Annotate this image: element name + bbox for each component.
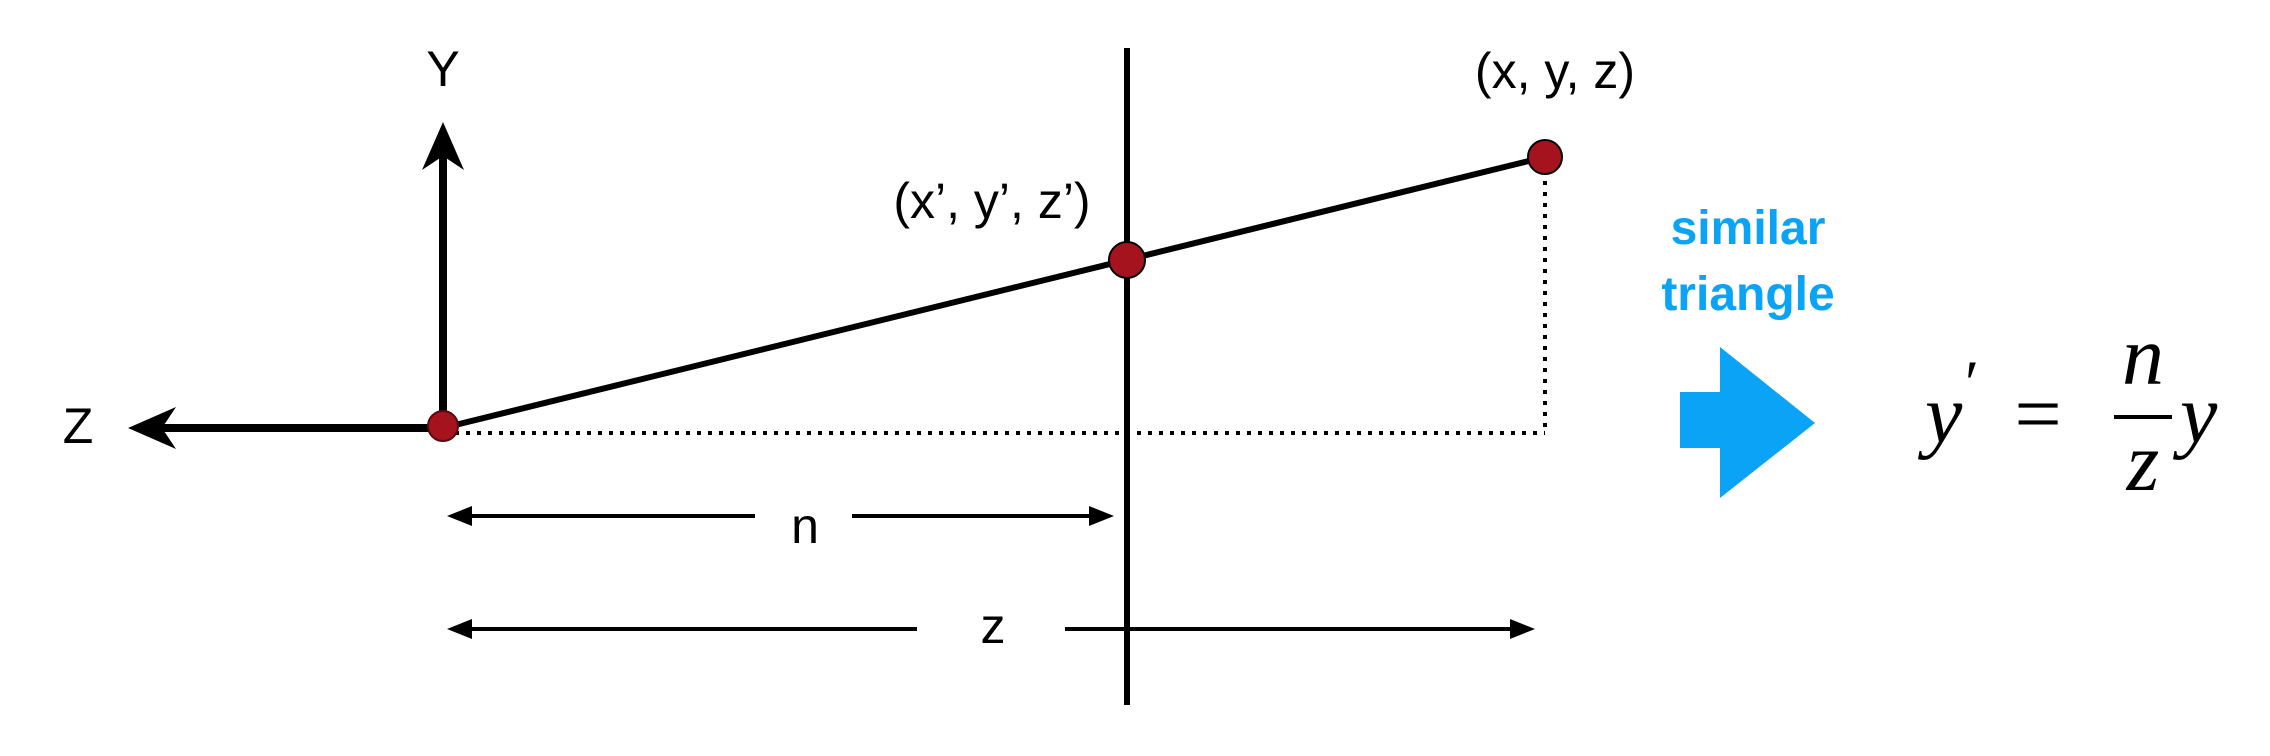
n-dimension-label: n bbox=[791, 498, 819, 554]
equation-lhs-prime: ′ bbox=[1965, 347, 1979, 418]
z-dimension-arrow: z bbox=[447, 598, 1535, 654]
z-axis bbox=[128, 407, 443, 449]
z-axis-arrowhead bbox=[128, 407, 176, 449]
y-axis-label: Y bbox=[426, 41, 459, 97]
triangle-label: triangle bbox=[1661, 268, 1834, 321]
n-dimension-arrow: n bbox=[447, 498, 1114, 554]
far-point-label: (x, y, z) bbox=[1475, 43, 1635, 99]
equation-rhs-var: y bbox=[2172, 368, 2218, 461]
projection-equation: y ′ = n z y bbox=[1917, 310, 2218, 509]
equation-denominator: z bbox=[2126, 416, 2160, 509]
y-axis-arrowhead bbox=[422, 122, 464, 170]
z-axis-label: Z bbox=[63, 398, 94, 454]
z-dimension-label: z bbox=[981, 598, 1006, 654]
y-axis bbox=[422, 122, 464, 428]
equation-numerator: n bbox=[2122, 310, 2164, 403]
projection-ray bbox=[442, 154, 1546, 431]
equation-equals: = bbox=[2014, 368, 2061, 461]
similar-label: similar bbox=[1671, 202, 1826, 255]
near-point-label: (x’, y’, z’) bbox=[893, 173, 1090, 229]
equation-lhs-var: y bbox=[1917, 368, 1963, 461]
right-arrow-icon bbox=[1680, 347, 1815, 498]
projected-point bbox=[1108, 241, 1146, 279]
original-point bbox=[1527, 139, 1563, 175]
origin-point bbox=[427, 410, 459, 442]
